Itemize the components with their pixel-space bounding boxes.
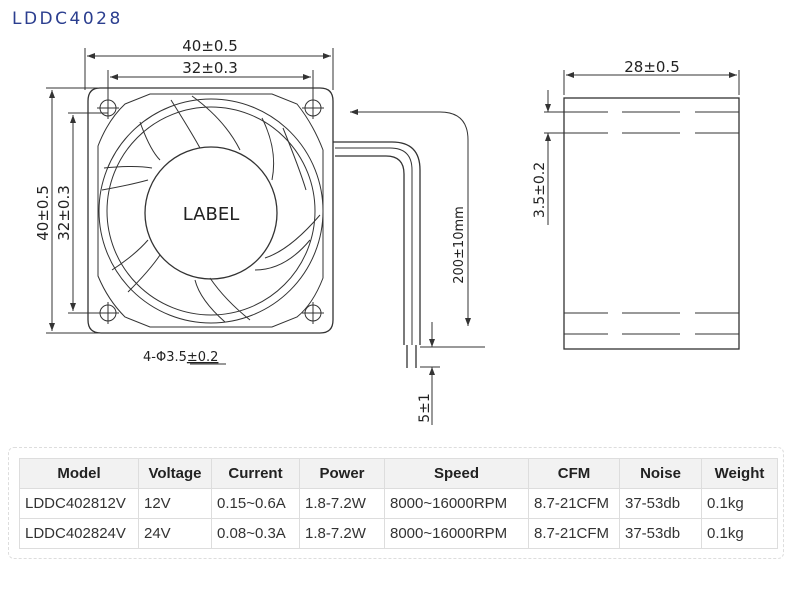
hole-spec: 4-Φ3.5±0.2: [143, 350, 218, 365]
dim-wire-length: 200±10mm: [452, 206, 467, 284]
cell-noise: 37-53db: [619, 488, 702, 519]
cell-voltage: 24V: [138, 518, 212, 549]
cell-current: 0.08~0.3A: [211, 518, 300, 549]
header-speed: Speed: [384, 458, 529, 489]
cell-noise: 37-53db: [619, 518, 702, 549]
cell-current: 0.15~0.6A: [211, 488, 300, 519]
fan-blades: [101, 95, 321, 323]
cell-cfm: 8.7-21CFM: [528, 518, 620, 549]
dim-hole-spacing: 32±0.3: [182, 59, 238, 77]
fan-side-view: 28±0.5 3.5±0.2: [532, 58, 740, 350]
header-cfm: CFM: [528, 458, 620, 489]
fan-front-view: LABEL 40±0.5 32±0.3 40±0.5 32±0.3 4-Φ3.5…: [34, 37, 485, 425]
header-noise: Noise: [619, 458, 702, 489]
dim-outer-width: 40±0.5: [182, 37, 238, 55]
header-power: Power: [299, 458, 385, 489]
dim-hole-spacing-vertical: 32±0.3: [55, 185, 73, 241]
mount-hole: [97, 97, 119, 119]
cell-model: LDDC402824V: [19, 518, 139, 549]
header-voltage: Voltage: [138, 458, 212, 489]
dim-depth: 28±0.5: [624, 58, 680, 76]
specs-panel: Model Voltage Current Power Speed CFM No…: [8, 447, 784, 559]
header-model: Model: [19, 458, 139, 489]
label-text: LABEL: [183, 204, 240, 225]
header-weight: Weight: [701, 458, 778, 489]
cell-weight: 0.1kg: [701, 518, 778, 549]
table-row: LDDC402812V 12V 0.15~0.6A 1.8-7.2W 8000~…: [19, 488, 778, 519]
hub: [144, 146, 278, 280]
wire-ends: [406, 345, 417, 368]
cell-power: 1.8-7.2W: [299, 488, 385, 519]
dim-outer-height: 40±0.5: [34, 185, 52, 241]
table-row: LDDC402824V 24V 0.08~0.3A 1.8-7.2W 8000~…: [19, 518, 778, 549]
dimension-drawing: LABEL 40±0.5 32±0.3 40±0.5 32±0.3 4-Φ3.5…: [34, 37, 740, 425]
dim-wire-strip: 5±1: [417, 393, 433, 423]
table-header-row: Model Voltage Current Power Speed CFM No…: [19, 458, 778, 489]
cell-model: LDDC402812V: [19, 488, 139, 519]
cell-power: 1.8-7.2W: [299, 518, 385, 549]
product-title: LDDC4028: [12, 9, 123, 29]
cell-speed: 8000~16000RPM: [384, 488, 529, 519]
cell-cfm: 8.7-21CFM: [528, 488, 620, 519]
dim-flange: 3.5±0.2: [532, 162, 548, 218]
header-current: Current: [211, 458, 300, 489]
wire: [333, 141, 421, 345]
mount-hole: [302, 302, 324, 324]
cell-speed: 8000~16000RPM: [384, 518, 529, 549]
cell-voltage: 12V: [138, 488, 212, 519]
cell-weight: 0.1kg: [701, 488, 778, 519]
specs-table: Model Voltage Current Power Speed CFM No…: [19, 458, 778, 549]
